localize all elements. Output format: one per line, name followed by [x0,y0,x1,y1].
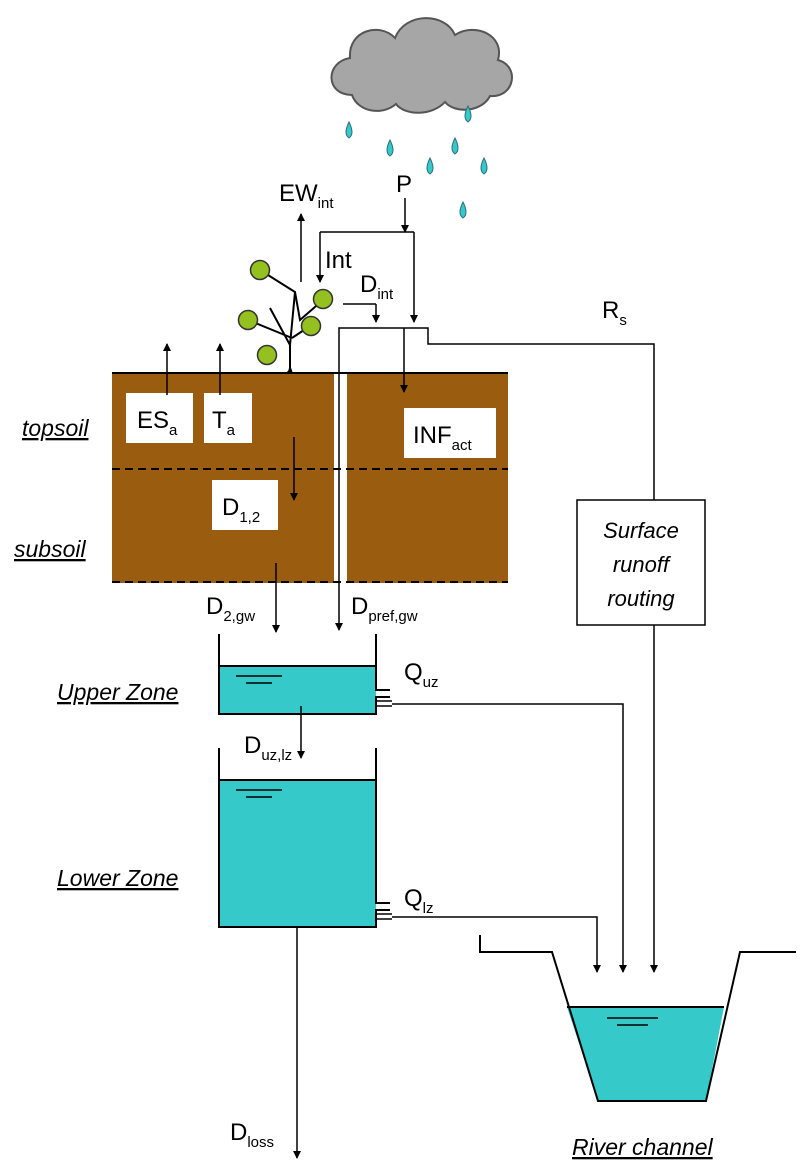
flow-arrows [163,198,658,1159]
lower-zone-label: Lower Zone [57,865,178,891]
uz-lz-percolation-label: Duz,lz [244,732,292,764]
cloud-icon [330,17,513,114]
soil-block-right [347,373,508,583]
routing-box-line2: runoff [613,552,672,577]
river-channel-label: River channel [572,1134,714,1160]
upper-zone-reservoir [218,634,392,715]
upper-zone-label: Upper Zone [57,679,178,705]
groundwater-percolation-label: D2,gw [206,593,255,625]
upper-zone-outflow-label: Quz [404,659,439,691]
percolation-box [212,480,278,530]
percolation-label: D1,2 [222,494,260,526]
routing-box-line3: routing [607,586,675,611]
preferential-flow-label: Dpref,gw [351,593,418,625]
lower-zone-reservoir [218,748,392,928]
soil-evaporation-box [126,393,193,443]
surface-runoff-label: Rs [602,297,627,329]
precipitation-label: P [396,171,412,198]
interception-label: Int [325,247,352,274]
soil-evaporation-label: ESa [137,407,178,439]
raindrops-icon [345,104,488,219]
transpiration-box [204,393,252,443]
lower-zone-outflow-label: Qlz [404,885,434,917]
subsoil-label: subsoil [14,536,86,562]
deep-loss-label: Dloss [230,1119,274,1151]
routing-box-line1: Surface [603,518,679,543]
infiltration-label: INFact [413,422,473,454]
dripping-label: Dint [360,271,394,303]
transpiration-label: Ta [212,407,236,439]
surface-runoff-routing-box [576,499,706,626]
topsoil-label: topsoil [22,415,89,441]
river-channel [479,935,796,1102]
infiltration-box [404,408,496,458]
evaporation-interception-label: EWint [279,180,334,212]
